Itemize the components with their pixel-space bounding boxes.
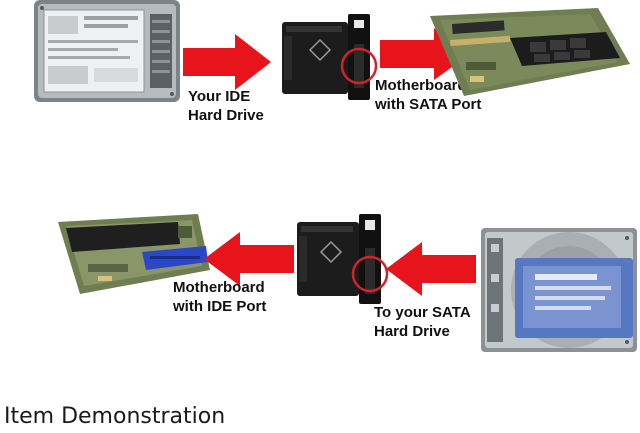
- sata-drive-label-line-1: To your SATA: [374, 303, 471, 322]
- sata-motherboard-image: [430, 4, 630, 100]
- sata-drive-label-line-2: Hard Drive: [374, 322, 471, 341]
- ide-motherboard-label-line-1: Motherboard: [173, 278, 266, 297]
- ide-motherboard-label: Motherboard with IDE Port: [173, 278, 266, 316]
- adapter-top-image: [282, 14, 372, 100]
- sata-hard-drive-image: [481, 228, 637, 352]
- ide-hard-drive-image: [34, 0, 182, 104]
- adapter-bottom-image: [297, 214, 387, 304]
- arrow-drive-to-adapter: [183, 34, 273, 90]
- ide-drive-label: Your IDE Hard Drive: [188, 87, 264, 125]
- item-demonstration-caption: Item Demonstration: [4, 404, 225, 429]
- arrow-sata-drive-to-adapter: [386, 242, 478, 296]
- ide-drive-label-line-1: Your IDE: [188, 87, 264, 106]
- ide-motherboard-label-line-2: with IDE Port: [173, 297, 266, 316]
- sata-drive-label: To your SATA Hard Drive: [374, 303, 471, 341]
- ide-drive-label-line-2: Hard Drive: [188, 106, 264, 125]
